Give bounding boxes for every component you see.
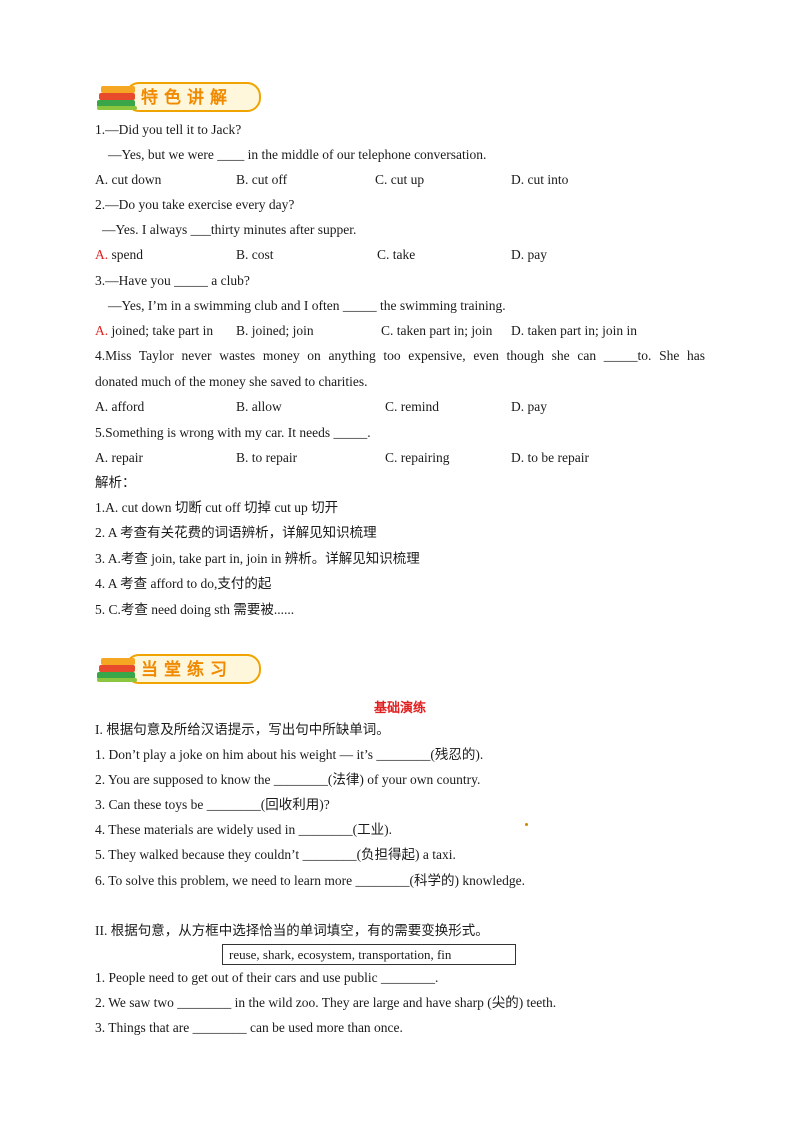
q1-option-b: B. cut off	[236, 172, 288, 187]
part1-item-1: 1. Don’t play a joke on him about his we…	[95, 747, 484, 762]
q5-option-b: B. to repair	[236, 450, 298, 465]
analysis-5: 5. C.考查 need doing sth 需要被......	[95, 602, 295, 617]
question-4-stem: 4.Miss Taylor never wastes money on anyt…	[95, 348, 705, 363]
q5-option-a: A. repair	[95, 450, 143, 465]
q3-option-b: B. joined; join	[236, 323, 314, 338]
q3-option-a: A. joined; take part in	[95, 322, 213, 340]
q4-option-d: D. pay	[511, 399, 547, 414]
part2-instruction: II. 根据句意，从方框中选择恰当的单词填空，有的需要变换形式。	[95, 923, 489, 938]
q3-option-d: D. taken part in; join in	[511, 323, 637, 338]
q2-answer-letter: A.	[95, 247, 109, 262]
q1-option-a: A. cut down	[95, 172, 162, 187]
q2-option-b: B. cost	[236, 247, 274, 262]
section-banner-practice: 当堂练习	[95, 650, 265, 686]
part1-item-2: 2. You are supposed to know the ________…	[95, 772, 481, 787]
q2-option-c: C. take	[377, 247, 416, 262]
q4-option-c: C. remind	[385, 399, 439, 414]
question-2-stem: 2.—Do you take exercise every day?	[95, 197, 295, 212]
part1-item-5: 5. They walked because they couldn’t ___…	[95, 847, 456, 862]
banner-pill	[125, 654, 261, 684]
q4-option-a: A. afford	[95, 399, 145, 414]
q1-option-c: C. cut up	[375, 172, 425, 187]
part1-item-6: 6. To solve this problem, we need to lea…	[95, 873, 525, 888]
q5-option-d: D. to be repair	[511, 450, 589, 465]
banner-title: 当堂练习	[141, 660, 233, 680]
part1-item-4: 4. These materials are widely used in __…	[95, 822, 393, 837]
q5-option-c: C. repairing	[385, 450, 450, 465]
q3-answer-letter: A.	[95, 323, 109, 338]
question-5-stem: 5.Something is wrong with my car. It nee…	[95, 425, 371, 440]
analysis-3: 3. A.考查 join, take part in, join in 辨析。详…	[95, 551, 420, 566]
question-3-stem2: —Yes, I’m in a swimming club and I often…	[108, 298, 506, 313]
analysis-2: 2. A 考查有关花费的词语辨析，详解见知识梳理	[95, 525, 377, 540]
q2-option-a: A. spend	[95, 246, 143, 264]
section-banner-features: 特色讲解	[95, 78, 265, 114]
banner-pill	[125, 82, 261, 112]
analysis-4: 4. A 考查 afford to do,支付的起	[95, 576, 272, 591]
q1-option-d: D. cut into	[511, 172, 569, 187]
books-icon	[97, 658, 137, 682]
q2-option-d: D. pay	[511, 247, 547, 262]
word-box: reuse, shark, ecosystem, transportation,…	[222, 944, 516, 965]
part2-item-2: 2. We saw two ________ in the wild zoo. …	[95, 995, 557, 1010]
q3-option-a-text: joined; take part in	[108, 323, 214, 338]
q4-option-b: B. allow	[236, 399, 282, 414]
basic-practice-title: 基础演练	[373, 701, 426, 716]
banner-title: 特色讲解	[141, 88, 233, 108]
part1-instruction: I. 根据句意及所给汉语提示，写出句中所缺单词。	[95, 722, 390, 737]
question-2-stem2: —Yes. I always ___thirty minutes after s…	[102, 222, 357, 237]
q2-option-a-text: spend	[108, 247, 144, 262]
question-4-stem2: donated much of the money she saved to c…	[95, 374, 368, 389]
analysis-1: 1.A. cut down 切断 cut off 切掉 cut up 切开	[95, 500, 339, 515]
part1-item-3: 3. Can these toys be ________(回收利用)?	[95, 797, 330, 812]
books-icon	[97, 86, 137, 110]
q3-option-c: C. taken part in; join	[381, 323, 493, 338]
stray-mark	[525, 823, 528, 826]
analysis-title: 解析：	[95, 475, 136, 490]
question-1-stem: 1.—Did you tell it to Jack?	[95, 122, 242, 137]
part2-item-1: 1. People need to get out of their cars …	[95, 970, 439, 985]
part2-item-3: 3. Things that are ________ can be used …	[95, 1020, 403, 1035]
question-1-stem2: —Yes, but we were ____ in the middle of …	[108, 147, 487, 162]
question-3-stem: 3.—Have you _____ a club?	[95, 273, 250, 288]
